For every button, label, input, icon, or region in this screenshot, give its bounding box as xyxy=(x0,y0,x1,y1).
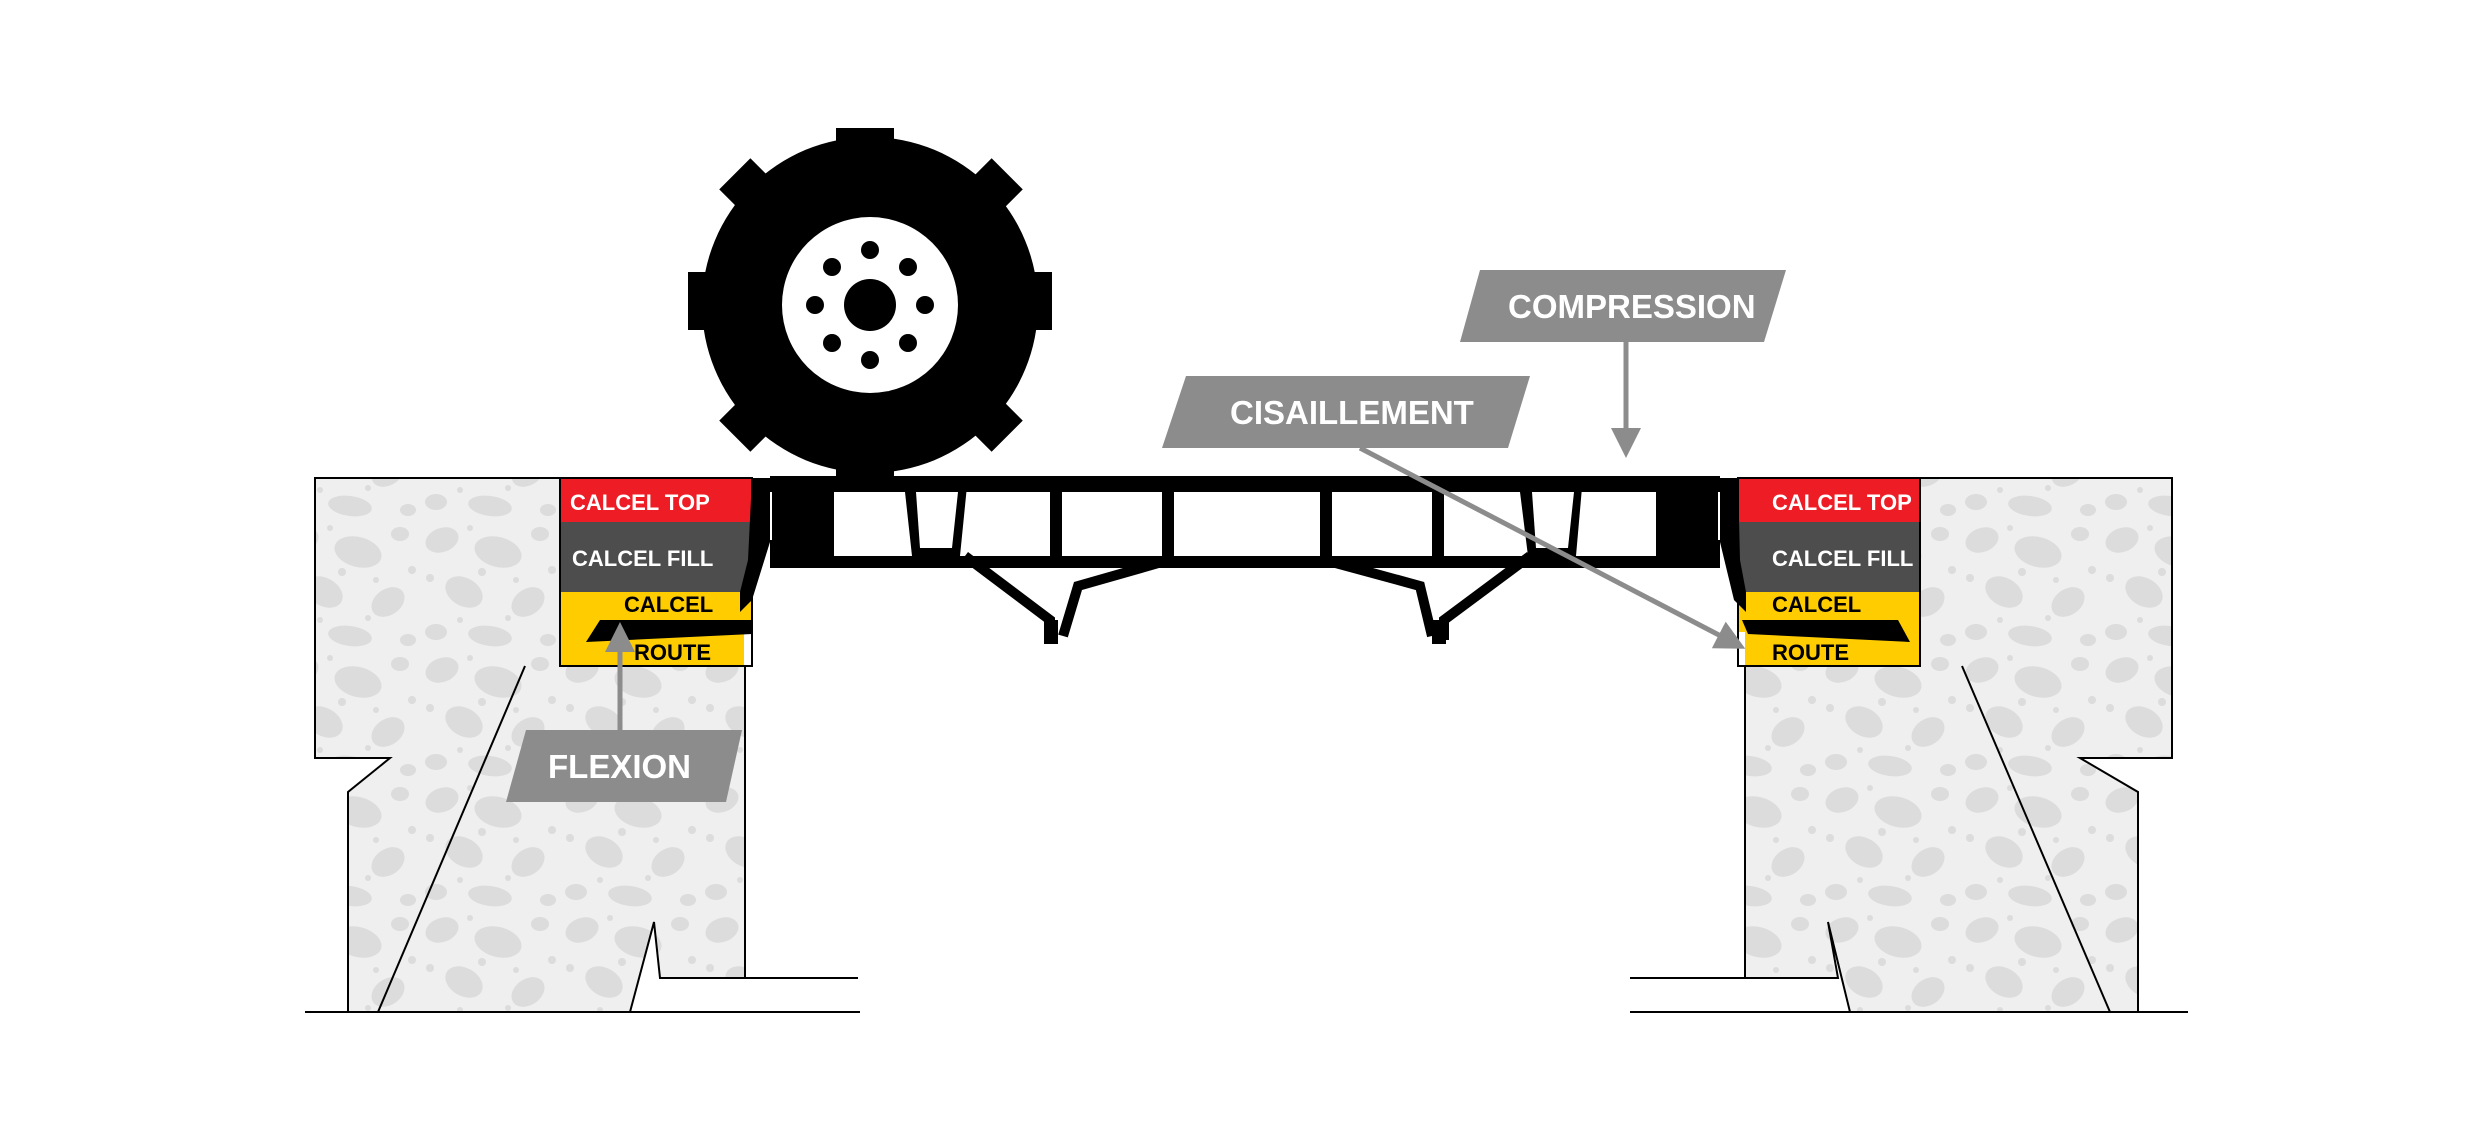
rebate-left xyxy=(740,478,822,612)
joint-foot-right xyxy=(1432,620,1446,644)
label-route-left: ROUTE xyxy=(634,640,711,665)
joint-module-pockets xyxy=(916,492,1574,548)
label-calcel-fill-right: CALCEL FILL xyxy=(1772,546,1913,571)
label-route-right: ROUTE xyxy=(1772,640,1849,665)
callout-bending: FLEXION xyxy=(506,730,742,802)
wedge-right xyxy=(1742,620,1910,642)
calcel-fill-right xyxy=(1738,522,1920,592)
label-calcel-fill-left: CALCEL FILL xyxy=(572,546,713,571)
callout-compression-label: COMPRESSION xyxy=(1508,288,1756,325)
calcel-top-right xyxy=(1738,478,1920,522)
label-calcel-top-left: CALCEL TOP xyxy=(570,490,710,515)
joint-foot-left xyxy=(1044,620,1058,644)
callout-shear: CISAILLEMENT xyxy=(1162,376,1530,448)
calcel-top-left xyxy=(560,478,752,522)
label-calcel-right: CALCEL xyxy=(1772,592,1861,617)
joint-module xyxy=(770,476,1720,568)
label-calcel-left: CALCEL xyxy=(624,592,713,617)
callout-bending-label: FLEXION xyxy=(548,748,691,785)
arrow-shear xyxy=(1358,445,1746,649)
callout-compression: COMPRESSION xyxy=(1460,270,1786,342)
wheel-icon xyxy=(688,128,1052,482)
joint-layers-right: CALCEL TOP CALCEL FILL CALCEL ROUTE xyxy=(1737,477,1921,667)
rebate-right xyxy=(1668,478,1746,612)
joint-layers-left: CALCEL TOP CALCEL FILL CALCEL ROUTE xyxy=(559,477,753,667)
label-calcel-top-right: CALCEL TOP xyxy=(1772,490,1912,515)
callout-shear-label: CISAILLEMENT xyxy=(1230,394,1474,431)
calcel-fill-left xyxy=(560,522,752,592)
